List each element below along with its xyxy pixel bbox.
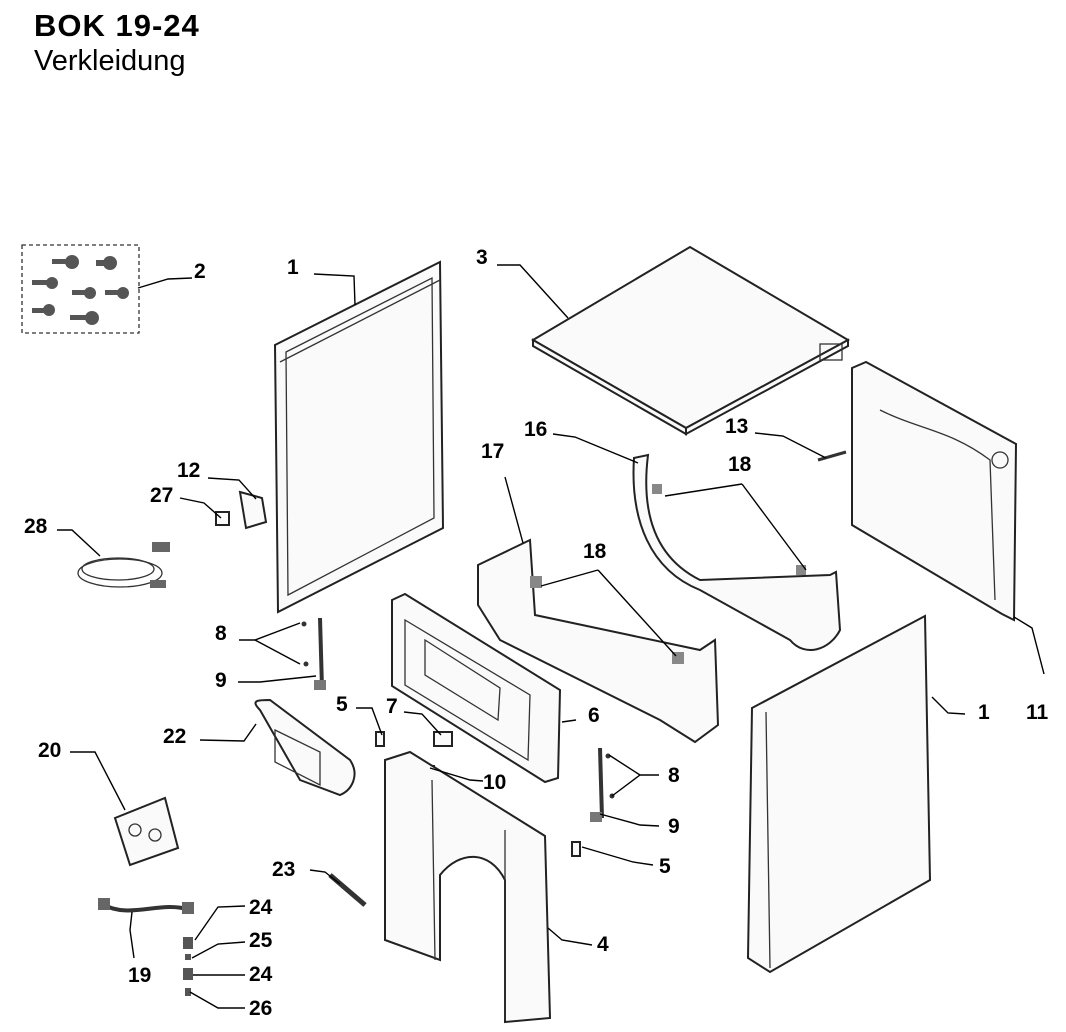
part-12-clip bbox=[238, 490, 268, 530]
callout-7: 7 bbox=[386, 695, 398, 718]
part-4-front-cover bbox=[384, 750, 552, 1024]
part-16-bracket bbox=[632, 453, 842, 651]
callout-24-upper: 24 bbox=[249, 896, 273, 919]
part-5-clip-left bbox=[375, 731, 385, 747]
callout-9-left: 9 bbox=[215, 669, 227, 692]
part-27-nut bbox=[215, 511, 230, 526]
callout-20: 20 bbox=[38, 739, 61, 762]
part-19-harness bbox=[98, 898, 194, 914]
callout-13: 13 bbox=[725, 415, 748, 438]
callout-1-right: 1 bbox=[978, 701, 990, 724]
callout-6: 6 bbox=[588, 704, 600, 727]
callout-23: 23 bbox=[272, 858, 295, 881]
part-6-control-panel bbox=[391, 592, 562, 784]
leader-lines bbox=[57, 264, 1045, 1009]
diagram-subtitle: Verkleidung bbox=[34, 45, 186, 77]
part-7-switch bbox=[433, 731, 453, 747]
part-2-screw-set bbox=[21, 244, 140, 334]
callout-8-left: 8 bbox=[215, 622, 227, 645]
callout-18-lower: 18 bbox=[583, 540, 607, 563]
part-22-bezel bbox=[254, 698, 356, 797]
part-13-spring bbox=[817, 450, 847, 462]
callout-18-upper: 18 bbox=[728, 453, 752, 476]
callout-3: 3 bbox=[476, 246, 488, 269]
part-11-rear-panel bbox=[851, 360, 1018, 622]
callout-11: 11 bbox=[1026, 701, 1049, 724]
callout-17: 17 bbox=[481, 440, 504, 463]
callout-4: 4 bbox=[597, 933, 609, 956]
callout-labels: 1 2 3 13 16 17 18 18 12 27 28 8 9 5 7 6 … bbox=[24, 246, 1049, 1020]
callout-9-right: 9 bbox=[668, 815, 680, 838]
part-8-9-left-hinge bbox=[301, 617, 326, 690]
part-1-side-frame bbox=[273, 260, 445, 614]
callout-12: 12 bbox=[177, 459, 200, 482]
diagram-header: BOK 19-24 Verkleidung bbox=[34, 8, 200, 78]
callout-5-right: 5 bbox=[659, 855, 671, 878]
callout-16: 16 bbox=[524, 418, 547, 441]
part-20-control-board bbox=[113, 796, 180, 867]
diagram-code: BOK 19-24 bbox=[34, 8, 200, 43]
callout-19: 19 bbox=[128, 964, 151, 987]
callout-2: 2 bbox=[194, 260, 206, 283]
callout-26: 26 bbox=[249, 997, 272, 1020]
callout-10: 10 bbox=[483, 771, 506, 794]
part-3-top-cover bbox=[531, 245, 851, 436]
part-28-cable bbox=[77, 542, 170, 588]
callout-5-left: 5 bbox=[336, 693, 348, 716]
part-24-25-26-fittings bbox=[183, 937, 193, 996]
part-8-9-5-right-hinge bbox=[571, 747, 615, 857]
callout-24-lower: 24 bbox=[249, 963, 273, 986]
callout-8-right: 8 bbox=[668, 764, 680, 787]
part-1-side-panel-right bbox=[746, 614, 932, 974]
callout-22: 22 bbox=[163, 725, 186, 748]
callout-27: 27 bbox=[150, 484, 173, 507]
callout-28: 28 bbox=[24, 515, 48, 538]
callout-1-left: 1 bbox=[287, 256, 299, 279]
callout-25: 25 bbox=[249, 929, 273, 952]
